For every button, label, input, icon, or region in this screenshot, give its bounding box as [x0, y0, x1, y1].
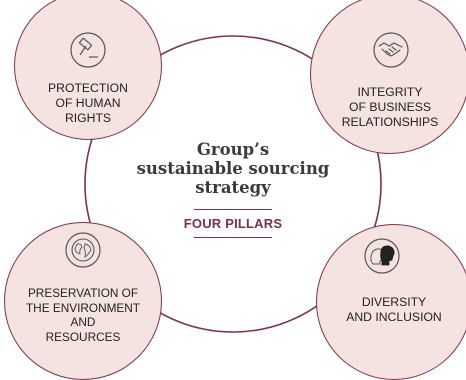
- divider-bottom: [194, 237, 272, 238]
- pillar-label: PROTECTION OF HUMAN RIGHTS: [48, 81, 128, 125]
- pillar-label: PRESERVATION OF THE ENVIRONMENT AND RESO…: [25, 286, 141, 344]
- strategy-title: Group’s sustainable sourcing strategy: [136, 140, 330, 197]
- pillar-diversity-inclusion: DIVERSITY AND INCLUSION: [316, 224, 466, 380]
- pillar-environment: PRESERVATION OF THE ENVIRONMENT AND RESO…: [4, 222, 162, 380]
- pillar-label: INTEGRITY OF BUSINESS RELATIONSHIPS: [341, 85, 439, 129]
- divider-top: [194, 209, 272, 210]
- diverse-heads-icon: [363, 237, 401, 275]
- gavel-icon: [69, 31, 107, 69]
- four-pillars-label: FOUR PILLARS: [183, 216, 283, 231]
- pillar-human-rights: PROTECTION OF HUMAN RIGHTS: [14, 0, 162, 140]
- connecting-ring: [84, 35, 382, 333]
- central-strategy: Group’s sustainable sourcing strategy FO…: [133, 140, 333, 238]
- pillar-label: DIVERSITY AND INCLUSION: [346, 295, 442, 324]
- globe-icon: [64, 231, 102, 269]
- handshake-icon: [372, 31, 410, 69]
- pillar-business-integrity: INTEGRITY OF BUSINESS RELATIONSHIPS: [310, 0, 466, 154]
- four-pillars-diagram: Group’s sustainable sourcing strategy FO…: [4, 0, 466, 380]
